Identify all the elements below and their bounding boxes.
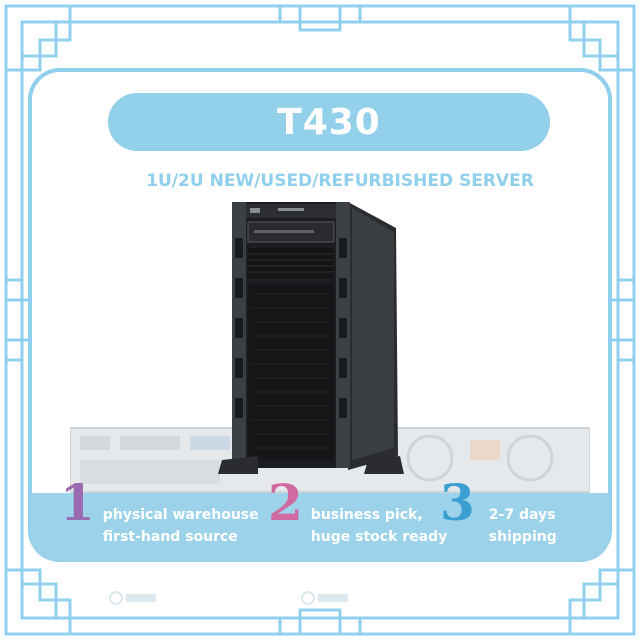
feature-line: first-hand source	[102, 529, 238, 545]
feature-line: huge stock ready	[310, 529, 448, 545]
feature-number: 2	[268, 473, 303, 532]
features-band	[30, 493, 610, 561]
product-title: T430	[277, 101, 381, 143]
feature-stock: 2 business pick, huge stock ready	[268, 478, 447, 548]
feature-line: business pick,	[310, 507, 423, 523]
feature-number: 1	[60, 473, 95, 532]
tower-server-image	[218, 202, 404, 474]
feature-line: physical warehouse	[102, 507, 259, 523]
feature-line: 2-7 days	[488, 507, 556, 523]
watermark-logo	[109, 591, 156, 605]
feature-text: business pick, huge stock ready	[311, 478, 447, 548]
feature-text: 2-7 days shipping	[489, 478, 557, 548]
watermark-logo	[301, 591, 348, 605]
feature-number: 3	[440, 473, 475, 532]
feature-warehouse: 1 physical warehouse first-hand source	[60, 478, 259, 548]
feature-text: physical warehouse first-hand source	[103, 478, 259, 548]
feature-shipping: 3 2-7 days shipping	[440, 478, 557, 548]
title-pill: T430	[108, 93, 550, 151]
product-subtitle: 1U/2U NEW/USED/REFURBISHED SERVER	[146, 171, 534, 191]
feature-line: shipping	[488, 529, 557, 545]
